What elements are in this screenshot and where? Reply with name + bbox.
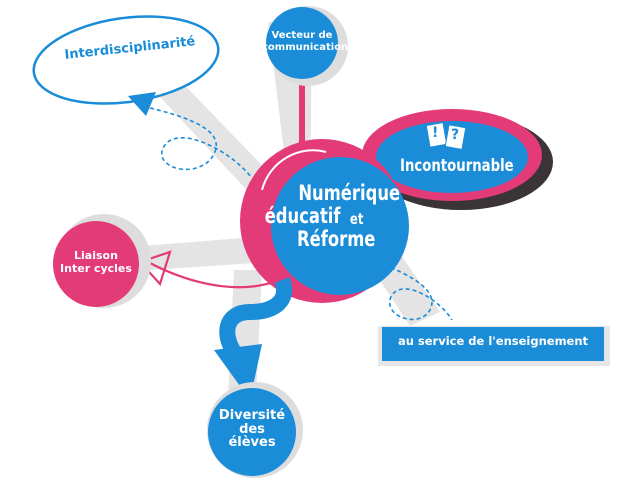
liaison-line2: Inter cycles: [60, 261, 132, 275]
connector-liaison-arrowhead: [138, 250, 172, 287]
exclamation-question-icon: [425, 122, 467, 150]
center-blue-circle: [271, 157, 409, 295]
incontournable-body: [376, 121, 528, 193]
incontournable-text: Incontournable: [400, 156, 514, 176]
diversite-line1: Diversité: [218, 408, 286, 423]
node-interdisciplinarite: [32, 15, 220, 116]
node-incontournable: [362, 109, 553, 210]
service-text: au service de l'enseignement: [397, 334, 589, 348]
arrow-diversite-shaft: [219, 277, 293, 363]
node-vecteur: [266, 6, 348, 86]
center-line1: Numérique: [298, 181, 401, 205]
node-diversite: [207, 382, 303, 478]
service-banner: [382, 327, 604, 361]
label-liaison: Liaison Inter cycles: [51, 249, 141, 275]
center-line4: Réforme: [297, 227, 376, 251]
label-diversite: Diversité des élèves: [207, 409, 297, 450]
center-line3: et: [349, 210, 364, 228]
vecteur-circle: [266, 7, 338, 79]
diversite-line2: des: [239, 421, 265, 437]
vecteur-line1: Vecteur de: [271, 30, 333, 41]
label-service: au service de l'enseignement: [382, 334, 604, 348]
question-card: [444, 124, 467, 150]
dashed-connector-top-left: [149, 107, 253, 179]
liaison-circle: [53, 221, 139, 307]
exclamation-mark: !: [432, 125, 439, 141]
center-line2: éducatif: [264, 204, 341, 228]
dashed-connector-right: [377, 261, 453, 321]
vecteur-line2: communication: [262, 41, 349, 53]
liaison-line1: Liaison: [74, 249, 118, 262]
interdisciplinarite-pointer: [128, 92, 156, 116]
label-vecteur: Vecteur de communication: [262, 30, 349, 53]
diversite-circle: [208, 388, 296, 476]
center-white-arc: [261, 149, 327, 191]
node-liaison: [53, 214, 151, 308]
node-service: [378, 326, 610, 366]
interdisciplinarite-ellipse: [32, 15, 220, 105]
question-mark: ?: [451, 127, 460, 143]
node-center: [240, 139, 409, 303]
diversite-line3: élèves: [228, 435, 276, 451]
spoke-left: [118, 236, 270, 272]
label-incontournable: Incontournable: [384, 156, 520, 177]
exclamation-card: [425, 122, 448, 148]
